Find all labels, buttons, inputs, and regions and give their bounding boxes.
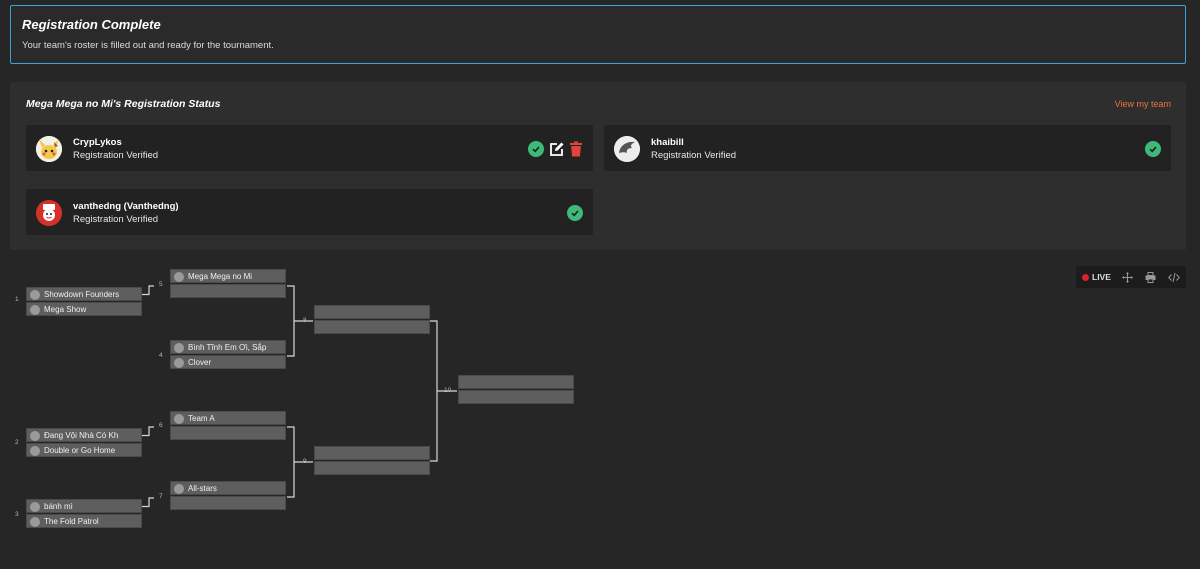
empty-slot[interactable] (170, 284, 286, 298)
alert-text: Your team's roster is filled out and rea… (22, 40, 274, 51)
match-number: 10 (444, 387, 452, 394)
empty-slot[interactable] (458, 390, 574, 404)
bracket-connector-lines (142, 285, 457, 508)
move-icon[interactable] (1122, 271, 1134, 283)
delete-trash-icon[interactable] (569, 141, 583, 157)
edit-icon[interactable] (548, 141, 565, 158)
team-logo-icon (174, 342, 184, 353)
empty-slot[interactable] (314, 461, 430, 475)
team-slot[interactable]: Team A (170, 411, 286, 425)
registration-status-panel: Mega Mega no Mi's Registration Status Vi… (10, 82, 1186, 250)
team-logo-icon (30, 501, 40, 512)
bracket-toolbar: LIVE (1076, 266, 1186, 288)
empty-slot[interactable] (314, 446, 430, 460)
bracket-match-9[interactable] (314, 446, 430, 477)
bracket-match-10[interactable] (458, 375, 574, 406)
team-logo-icon (30, 430, 40, 441)
print-icon[interactable] (1145, 271, 1157, 283)
match-number: 4 (159, 352, 163, 359)
live-label: LIVE (1092, 272, 1111, 282)
bracket-match-6[interactable]: Team A (170, 411, 286, 442)
match-number: 2 (15, 439, 19, 446)
player-card-vanthedng: vanthedng (Vanthedng) Registration Verif… (26, 189, 593, 235)
team-logo-icon (174, 413, 184, 424)
player-status: Registration Verified (73, 214, 159, 225)
team-logo-icon (30, 289, 40, 300)
team-slot[interactable]: Mega Show (26, 302, 142, 316)
player-status: Registration Verified (651, 150, 737, 161)
empty-slot[interactable] (170, 426, 286, 440)
bracket-match-8[interactable] (314, 305, 430, 336)
registration-complete-alert: Registration Complete Your team's roster… (10, 5, 1186, 64)
team-logo-icon (174, 271, 184, 282)
player-name: khaibill (651, 137, 684, 148)
match-number: 5 (159, 281, 163, 288)
bracket-match-1[interactable]: Showdown Founders Mega Show (26, 287, 142, 318)
team-logo-icon (30, 304, 40, 315)
live-dot-icon (1082, 273, 1089, 281)
match-number: 8 (303, 317, 307, 324)
pikachu-avatar-icon (36, 136, 62, 162)
match-number: 3 (15, 511, 19, 518)
verified-check-icon (1145, 141, 1161, 157)
empty-slot[interactable] (458, 375, 574, 389)
match-number: 9 (303, 458, 307, 465)
player-name: vanthedng (Vanthedng) (73, 201, 179, 212)
team-slot[interactable]: Clover (170, 355, 286, 369)
team-slot[interactable]: Double or Go Home (26, 443, 142, 457)
match-number: 1 (15, 296, 19, 303)
team-slot[interactable]: All-stars (170, 481, 286, 495)
team-logo-icon (174, 483, 184, 494)
alert-title: Registration Complete (22, 17, 161, 32)
team-logo-icon (30, 516, 40, 527)
team-logo-icon (174, 357, 184, 368)
empty-slot[interactable] (314, 320, 430, 334)
player-status: Registration Verified (73, 150, 159, 161)
view-my-team-link[interactable]: View my team (1114, 99, 1171, 109)
team-logo-icon (30, 445, 40, 456)
registration-status-title: Mega Mega no Mi's Registration Status (26, 98, 221, 110)
team-slot[interactable]: Bình Tĩnh Em Ơi, Sắp (170, 340, 286, 354)
tournament-bracket: 1 2 3 5 4 6 7 8 9 10 Showdown Founders M… (0, 255, 1200, 569)
verified-check-icon (528, 141, 544, 157)
mascot-avatar-icon (36, 200, 62, 226)
verified-check-icon (567, 205, 583, 221)
empty-slot[interactable] (314, 305, 430, 319)
embed-code-icon[interactable] (1168, 271, 1180, 283)
bracket-match-2[interactable]: Đang Vội Nhà Có Kh Double or Go Home (26, 428, 142, 459)
player-card-khaibill: khaibill Registration Verified (604, 125, 1171, 171)
player-card-cryplykos: CrypLykos Registration Verified (26, 125, 593, 171)
bracket-match-3[interactable]: bánh mì The Fold Patrol (26, 499, 142, 530)
bracket-match-5[interactable]: Mega Mega no Mi (170, 269, 286, 300)
team-slot[interactable]: Đang Vội Nhà Có Kh (26, 428, 142, 442)
match-number: 7 (159, 493, 163, 500)
team-slot[interactable]: bánh mì (26, 499, 142, 513)
team-slot[interactable]: Showdown Founders (26, 287, 142, 301)
player-name: CrypLykos (73, 137, 122, 148)
team-slot[interactable]: Mega Mega no Mi (170, 269, 286, 283)
match-number: 6 (159, 422, 163, 429)
bracket-match-4[interactable]: Bình Tĩnh Em Ơi, Sắp Clover (170, 340, 286, 371)
live-indicator[interactable]: LIVE (1082, 272, 1111, 282)
bracket-match-7[interactable]: All-stars (170, 481, 286, 512)
wing-avatar-icon (614, 136, 640, 162)
team-slot[interactable]: The Fold Patrol (26, 514, 142, 528)
empty-slot[interactable] (170, 496, 286, 510)
